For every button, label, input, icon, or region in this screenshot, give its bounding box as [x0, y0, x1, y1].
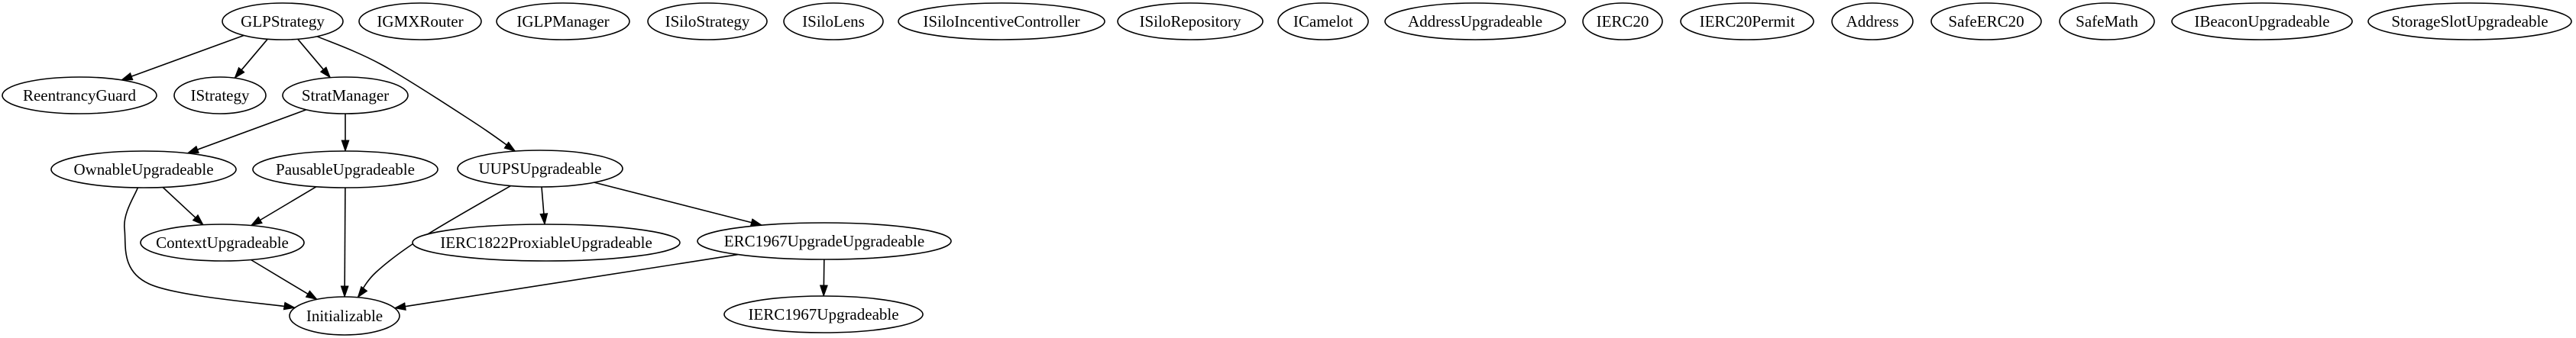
node-label: StorageSlotUpgradeable — [2391, 12, 2548, 31]
node-safemath: SafeMath — [2059, 2, 2155, 40]
node-label: OwnableUpgradeable — [73, 160, 213, 179]
node-label: IERC1822ProxiableUpgradeable — [440, 233, 652, 252]
node-label: IBeaconUpgradeable — [2194, 12, 2329, 31]
node-ierc20permit: IERC20Permit — [1680, 2, 1814, 40]
node-reentrancyguard: ReentrancyGuard — [2, 76, 157, 114]
node-ellipse — [50, 150, 237, 188]
node-label: ReentrancyGuard — [23, 86, 137, 105]
node-isiloincentivecontroller: ISiloIncentiveController — [898, 2, 1105, 40]
node-ellipse — [1384, 2, 1566, 40]
node-ellipse — [2059, 2, 2155, 40]
edges-layer — [120, 34, 828, 311]
node-ellipse — [647, 2, 768, 40]
node-safeerc20: SafeERC20 — [1930, 2, 2042, 40]
edge-glpstrategy-to-stratmanager — [297, 38, 332, 79]
node-istrategy: IStrategy — [173, 76, 267, 114]
node-label: ISiloRepository — [1139, 12, 1241, 31]
node-ellipse — [898, 2, 1105, 40]
node-label: SafeMath — [2076, 12, 2138, 31]
edge-pausableupgradeable-to-contextupgradeable — [250, 186, 317, 227]
node-ellipse — [1930, 2, 2042, 40]
node-ierc1967upgradeable: IERC1967Upgradeable — [723, 295, 924, 333]
node-ibeaconupgradeable: IBeaconUpgradeable — [2171, 2, 2353, 40]
node-label: StratManager — [302, 86, 389, 105]
edge-glpstrategy-to-istrategy — [234, 38, 268, 79]
node-ellipse — [457, 150, 623, 188]
node-label: Address — [1846, 12, 1899, 31]
node-isilolens: ISiloLens — [783, 2, 884, 40]
node-contextupgradeable: ContextUpgradeable — [140, 224, 305, 262]
node-ellipse — [173, 76, 267, 114]
node-label: ISiloIncentiveController — [923, 12, 1079, 31]
node-ellipse — [2171, 2, 2353, 40]
edge-glpstrategy-to-uupsupgradeable — [316, 35, 516, 152]
node-ellipse — [1831, 2, 1914, 40]
node-ierc20: IERC20 — [1582, 2, 1663, 40]
edge-glpstrategy-to-reentrancyguard — [120, 34, 244, 81]
edge-uupsupgradeable-to-ierc1822proxiableupgradeable — [539, 186, 549, 226]
node-label: ERC1967UpgradeUpgradeable — [724, 232, 924, 250]
node-ellipse — [697, 222, 952, 260]
node-label: IGLPManager — [516, 12, 609, 31]
node-uupsupgradeable: UUPSUpgradeable — [457, 150, 623, 188]
node-ellipse — [1117, 2, 1264, 40]
node-icamelot: ICamelot — [1277, 2, 1369, 40]
node-label: Initializable — [306, 307, 383, 325]
node-addressupgradeable: AddressUpgradeable — [1384, 2, 1566, 40]
node-glpstrategy: GLPStrategy — [222, 2, 344, 40]
node-ellipse — [282, 76, 409, 114]
node-ellipse — [2367, 2, 2572, 40]
node-ellipse — [1582, 2, 1663, 40]
node-label: ISiloLens — [802, 12, 865, 31]
node-label: SafeERC20 — [1948, 12, 2024, 31]
node-label: IGMXRouter — [377, 12, 463, 31]
edge-uupsupgradeable-to-erc1967upgradeupgradeable — [594, 182, 763, 227]
node-ellipse — [289, 296, 400, 336]
node-isilorepository: ISiloRepository — [1117, 2, 1264, 40]
node-ellipse — [783, 2, 884, 40]
node-label: PausableUpgradeable — [276, 160, 415, 179]
node-label: AddressUpgradeable — [1408, 12, 1542, 31]
node-ierc1822proxiableupgradeable: IERC1822ProxiableUpgradeable — [412, 224, 681, 262]
node-label: IERC1967Upgradeable — [748, 305, 898, 324]
node-pausableupgradeable: PausableUpgradeable — [252, 150, 439, 188]
node-igmxrouter: IGMXRouter — [358, 2, 482, 40]
node-label: UUPSUpgradeable — [479, 159, 602, 178]
node-ellipse — [412, 224, 681, 262]
node-label: ICamelot — [1293, 12, 1353, 31]
node-ellipse — [222, 2, 344, 40]
node-stratmanager: StratManager — [282, 76, 409, 114]
edge-erc1967upgradeupgradeable-to-initializable — [393, 253, 739, 311]
node-label: ISiloStrategy — [665, 12, 750, 31]
node-ellipse — [358, 2, 482, 40]
node-ellipse — [496, 2, 630, 40]
node-label: GLPStrategy — [241, 12, 325, 31]
edge-ownableupgradeable-to-contextupgradeable — [162, 186, 205, 226]
node-label: IERC20Permit — [1700, 12, 1795, 31]
node-storageslotupgradeable: StorageSlotUpgradeable — [2367, 2, 2572, 40]
node-iglpmanager: IGLPManager — [496, 2, 630, 40]
node-address: Address — [1831, 2, 1914, 40]
node-ellipse — [1680, 2, 1814, 40]
edge-stratmanager-to-ownableupgradeable — [186, 109, 307, 154]
node-erc1967upgradeupgradeable: ERC1967UpgradeUpgradeable — [697, 222, 952, 260]
node-ellipse — [252, 150, 439, 188]
edge-contextupgradeable-to-initializable — [251, 259, 319, 301]
node-label: ContextUpgradeable — [156, 233, 289, 252]
edge-ownableupgradeable-to-initializable — [124, 187, 296, 311]
node-initializable: Initializable — [289, 296, 400, 336]
node-ellipse — [723, 295, 924, 333]
node-ellipse — [1277, 2, 1369, 40]
node-isilostrategy: ISiloStrategy — [647, 2, 768, 40]
node-ownableupgradeable: OwnableUpgradeable — [50, 150, 237, 188]
node-ellipse — [140, 224, 305, 262]
node-label: IStrategy — [191, 86, 250, 105]
node-ellipse — [2, 76, 157, 114]
node-label: IERC20 — [1597, 12, 1649, 31]
edge-uupsupgradeable-to-initializable — [357, 185, 512, 298]
